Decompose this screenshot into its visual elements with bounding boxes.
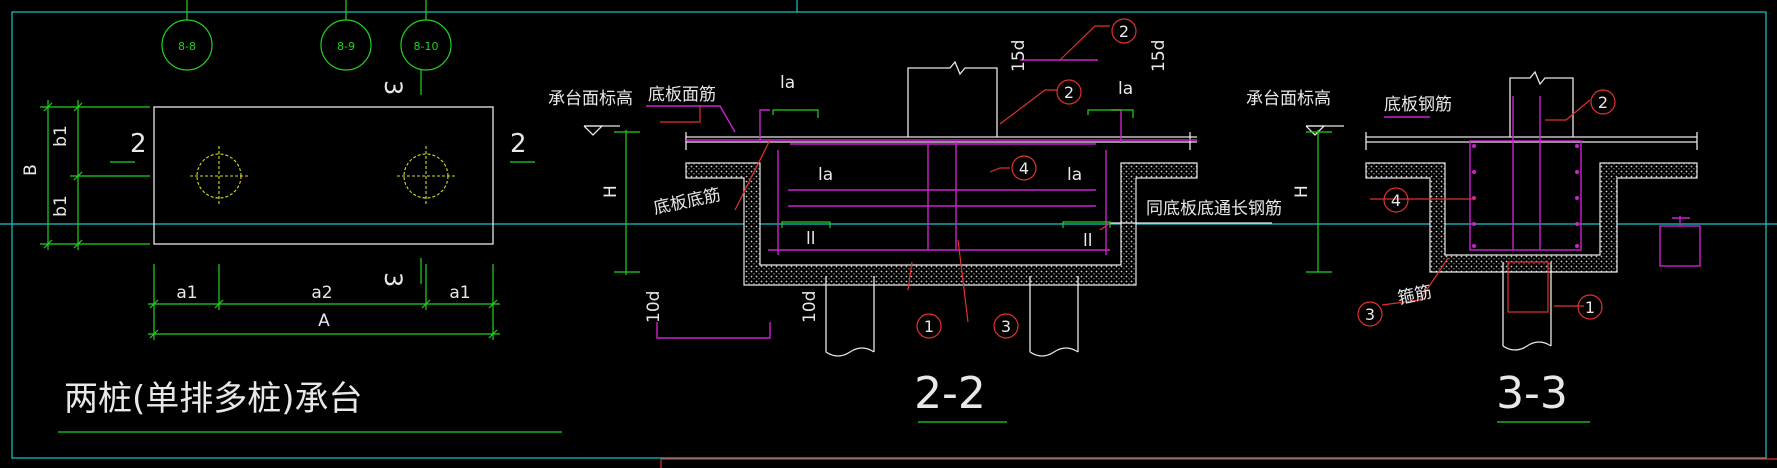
callout-1[interactable]: 1 bbox=[916, 313, 942, 339]
stirrup-outline bbox=[1469, 140, 1582, 251]
pile-3-3 bbox=[1502, 262, 1552, 351]
plan-view: 2 2 3 3 B b1 b1 a1 a2 a1 A 两桩(单排多桩)承台 bbox=[21, 80, 562, 433]
dim-a1-right: a1 bbox=[449, 283, 470, 303]
callout-4[interactable]: 4 bbox=[1011, 155, 1037, 181]
detail-reference-8-8[interactable]: 8-8 bbox=[161, 0, 213, 71]
section-2-2-cap-concrete bbox=[685, 162, 1198, 286]
section-2-2: la la la la ll ll 15d 15d 10d 10d 承台面标高 … bbox=[548, 18, 1282, 423]
svg-text:2: 2 bbox=[1598, 93, 1608, 112]
svg-text:2: 2 bbox=[1119, 22, 1129, 41]
detail-reference-8-10[interactable]: 8-10 bbox=[400, 0, 452, 95]
callout-2-33[interactable]: 2 bbox=[1590, 89, 1616, 115]
section-mark-left: 2 bbox=[130, 129, 147, 159]
dim-H-33: H bbox=[1292, 185, 1312, 198]
la-inner-left: la bbox=[818, 165, 833, 185]
la-top-left: la bbox=[780, 73, 795, 93]
10d-right: 10d bbox=[800, 291, 820, 323]
pile-cap-outline bbox=[153, 106, 494, 245]
dim-B: B bbox=[21, 164, 41, 176]
svg-text:4: 4 bbox=[1391, 191, 1401, 210]
dim-a2: a2 bbox=[311, 283, 332, 303]
10d-left: 10d bbox=[644, 291, 664, 323]
section-mark-bottom: 3 bbox=[379, 272, 407, 287]
cap-top-elev-33: 承台面标高 bbox=[1246, 89, 1331, 109]
stirrup-label: 箍筋 bbox=[1396, 282, 1433, 309]
svg-text:2: 2 bbox=[1064, 83, 1074, 102]
top-rebar-label: 底板面筋 bbox=[648, 85, 716, 105]
section-title-3-3: 3-3 bbox=[1496, 368, 1568, 419]
ll-right: ll bbox=[1083, 231, 1092, 251]
la-top-right: la bbox=[1118, 79, 1133, 99]
svg-text:1: 1 bbox=[924, 317, 934, 336]
dim-H-22: H bbox=[601, 185, 621, 198]
dim-a1-left: a1 bbox=[176, 283, 197, 303]
callout-2-top[interactable]: 2 bbox=[1111, 18, 1137, 44]
callout-2[interactable]: 2 bbox=[1056, 79, 1082, 105]
section-title-2-2: 2-2 bbox=[914, 368, 986, 419]
callout-1-33[interactable]: 1 bbox=[1577, 294, 1603, 320]
la-inner-right: la bbox=[1067, 165, 1082, 185]
detail-ref-label: 8-8 bbox=[178, 40, 196, 53]
svg-text:3: 3 bbox=[1365, 305, 1375, 324]
svg-text:1: 1 bbox=[1585, 298, 1595, 317]
callout-4-33[interactable]: 4 bbox=[1383, 187, 1409, 213]
dim-A: A bbox=[318, 311, 330, 331]
section-3-3: 承台面标高 底板钢筋 箍筋 H 2 4 3 1 3-3 bbox=[1246, 70, 1701, 423]
section-mark-right: 2 bbox=[510, 129, 527, 159]
section-mark-top: 3 bbox=[379, 80, 407, 95]
svg-text:3: 3 bbox=[1001, 317, 1011, 336]
15d-right: 15d bbox=[1149, 40, 1169, 72]
svg-text:4: 4 bbox=[1019, 159, 1029, 178]
dim-b1-bottom: b1 bbox=[51, 195, 71, 217]
detail-ref-label: 8-9 bbox=[337, 40, 355, 53]
plan-title: 两桩(单排多桩)承台 bbox=[64, 379, 363, 419]
cap-top-elev-22: 承台面标高 bbox=[548, 89, 633, 109]
pile-right-2-2 bbox=[1029, 276, 1079, 357]
15d-left: 15d bbox=[1009, 40, 1029, 72]
rebar-label-33: 底板钢筋 bbox=[1384, 95, 1452, 115]
detail-ref-label: 8-10 bbox=[414, 40, 439, 53]
through-rebar-label: 同底板底通长钢筋 bbox=[1146, 199, 1282, 219]
detail-reference-8-9[interactable]: 8-9 bbox=[320, 0, 372, 71]
ll-left: ll bbox=[806, 229, 815, 249]
pile-left-2-2 bbox=[825, 276, 875, 357]
bottom-rebar-label: 底板底筋 bbox=[652, 185, 723, 219]
callout-3[interactable]: 3 bbox=[993, 313, 1019, 339]
callout-3-33[interactable]: 3 bbox=[1357, 301, 1383, 327]
dim-b1-top: b1 bbox=[51, 125, 71, 147]
section-3-3-cap-concrete bbox=[1365, 162, 1698, 273]
